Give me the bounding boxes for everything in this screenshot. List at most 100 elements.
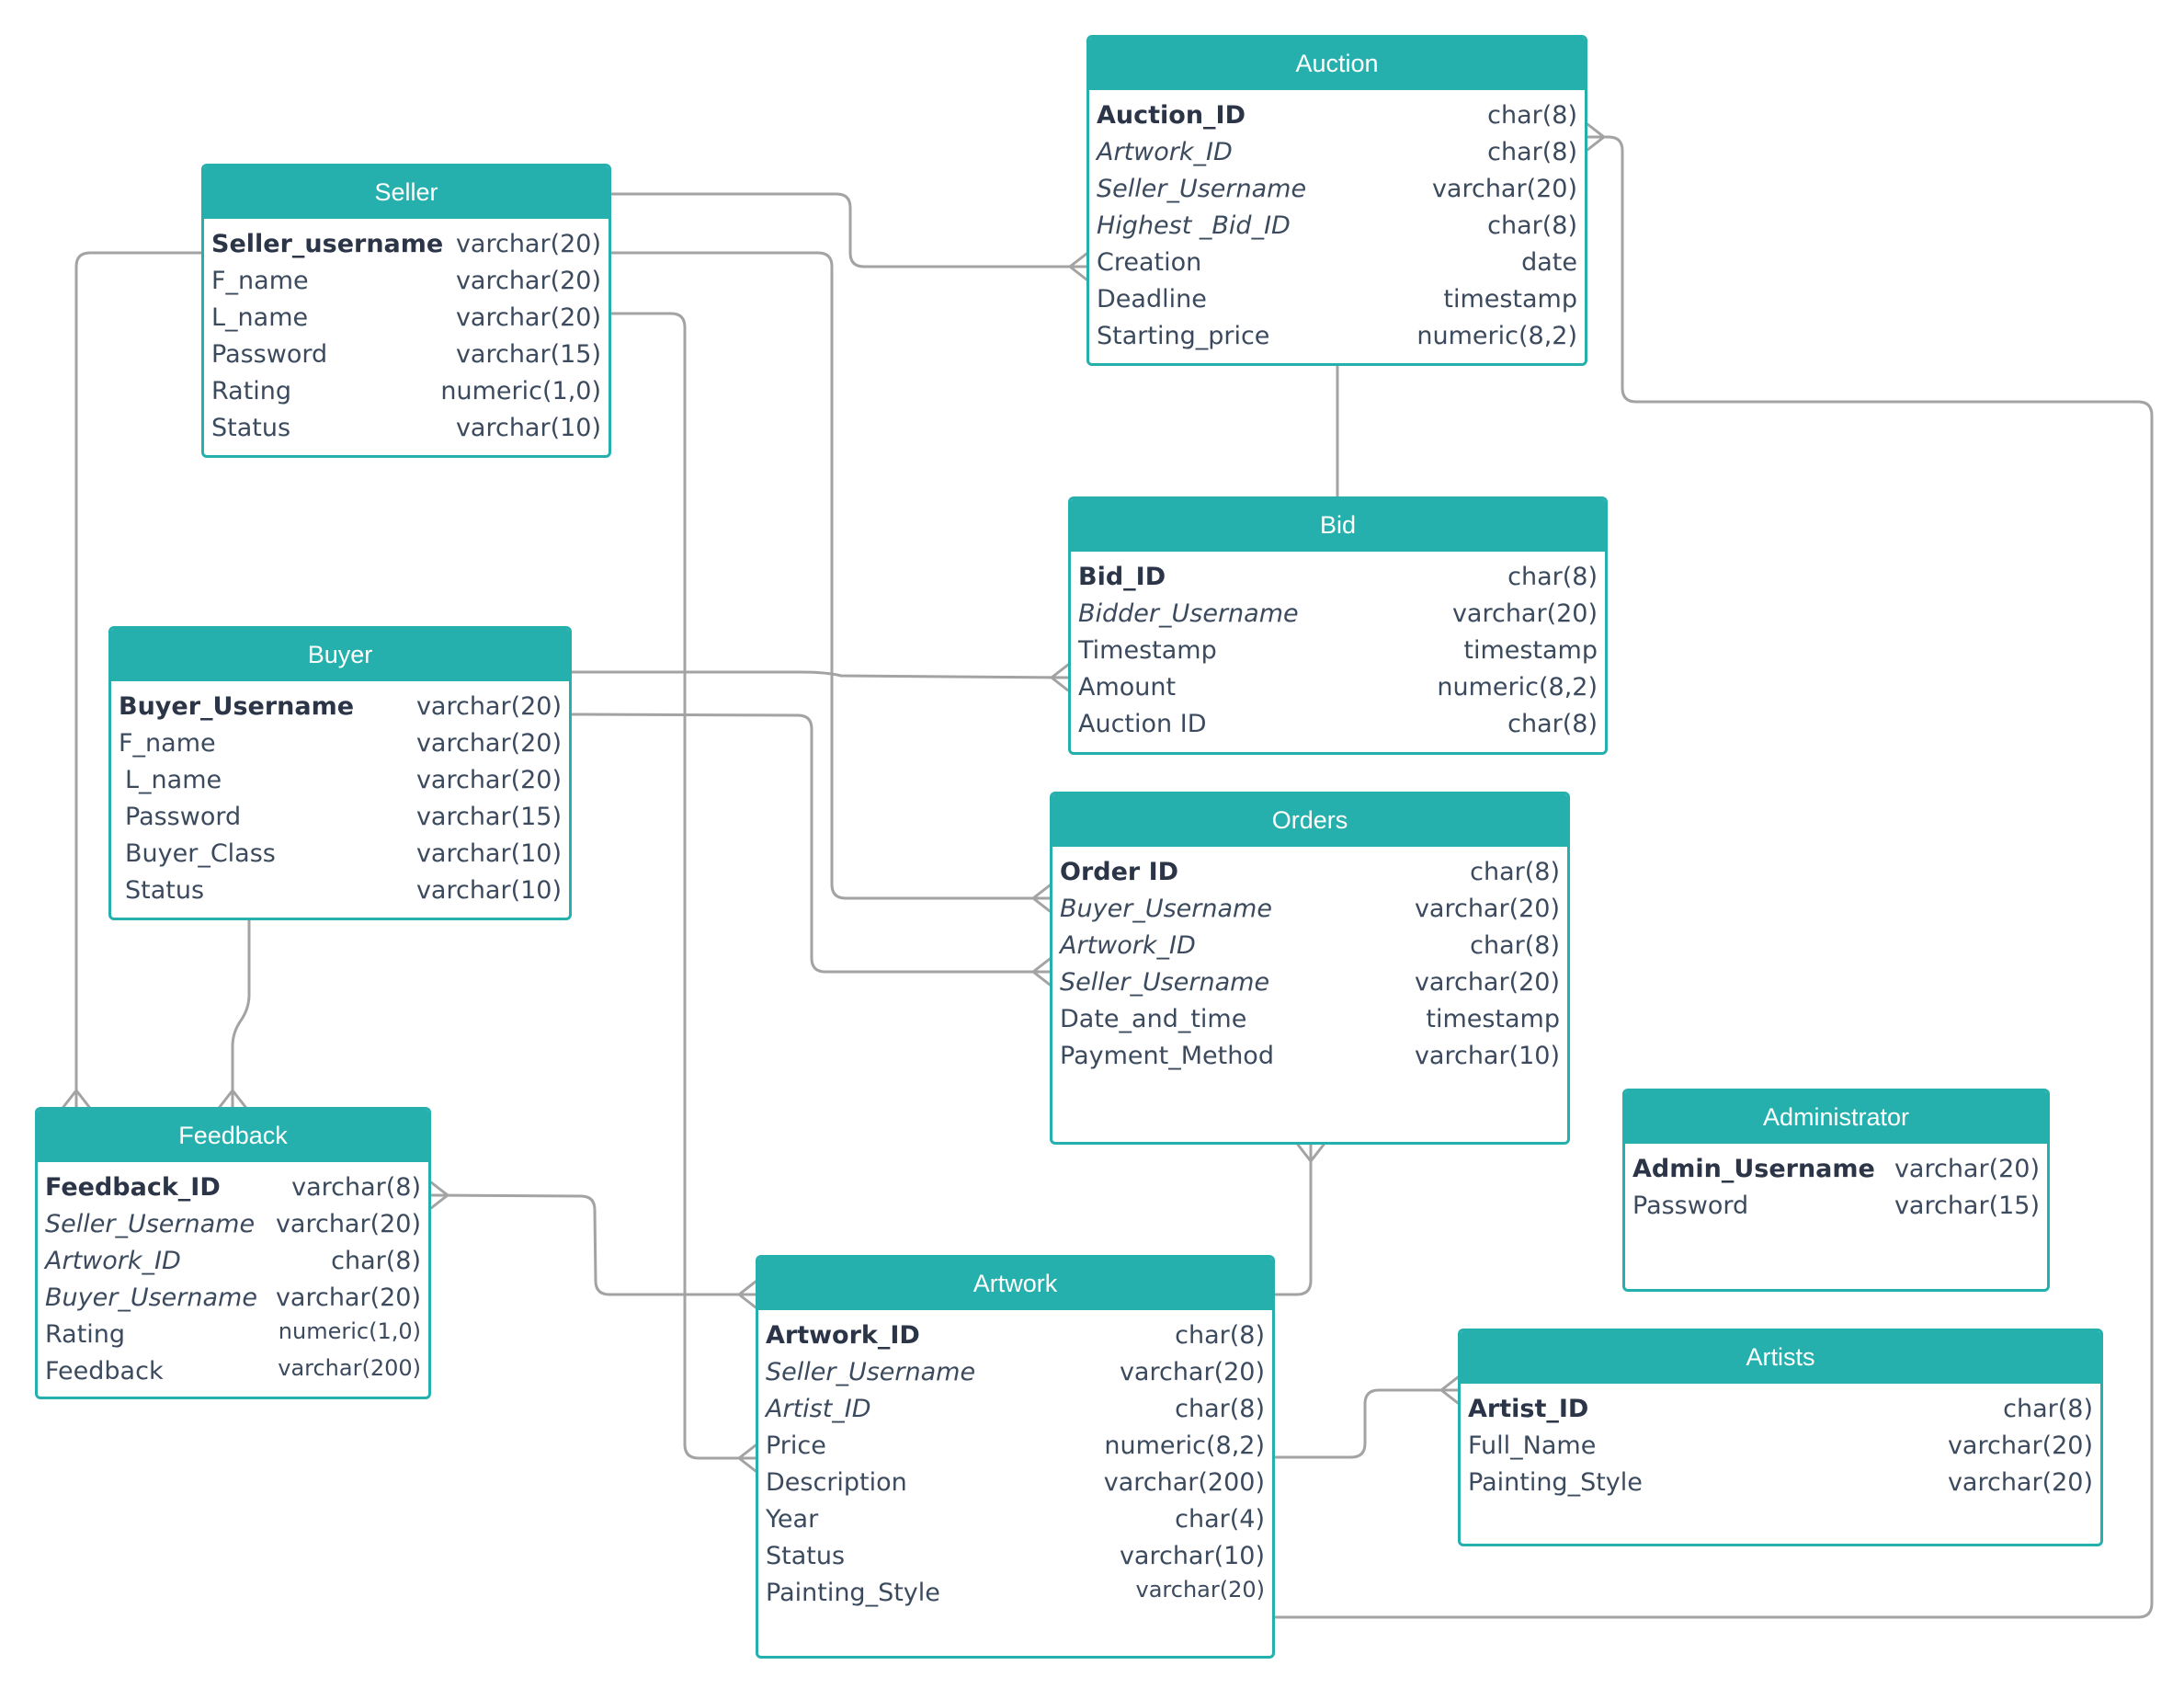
crowfoot-bid-buyer bbox=[1050, 663, 1070, 692]
column-row: Amount numeric(8,2) bbox=[1071, 669, 1605, 706]
crowfoot-auction-seller bbox=[1068, 252, 1088, 281]
crowfoot-artists-artwork bbox=[1439, 1375, 1460, 1405]
column-name: Amount bbox=[1078, 673, 1177, 701]
column-name: Admin_Username bbox=[1632, 1155, 1875, 1183]
crowfoot-auction-artwork bbox=[1586, 122, 1606, 152]
column-type: varchar(20) bbox=[275, 1283, 421, 1312]
column-type: varchar(20) bbox=[1451, 599, 1598, 628]
column-name: Auction_ID bbox=[1097, 101, 1246, 130]
column-type: varchar(15) bbox=[415, 803, 562, 831]
entity-header: Administrator bbox=[1625, 1091, 2047, 1144]
column-type: char(8) bbox=[1470, 931, 1560, 960]
crowfoot-orders-buyer bbox=[1031, 957, 1052, 987]
connector-buyer-bid bbox=[570, 670, 1070, 679]
column-name: Artist_ID bbox=[766, 1395, 871, 1423]
column-row: Year char(4) bbox=[758, 1501, 1272, 1538]
column-type: char(8) bbox=[1487, 101, 1577, 130]
column-name: Artist_ID bbox=[1468, 1395, 1589, 1423]
column-name: Status bbox=[766, 1542, 846, 1570]
column-name: Payment_Method bbox=[1060, 1042, 1274, 1070]
column-name: Bidder_Username bbox=[1078, 599, 1299, 628]
column-name: F_name bbox=[211, 267, 309, 295]
column-row: Password varchar(15) bbox=[204, 336, 609, 373]
column-name: Rating bbox=[45, 1320, 126, 1349]
entity-header: Buyer bbox=[111, 629, 569, 681]
column-row: Seller_Username varchar(20) bbox=[1089, 171, 1585, 208]
entity-header: Bid bbox=[1071, 499, 1605, 552]
column-type: varchar(15) bbox=[1894, 1192, 2040, 1220]
column-name: Seller_username bbox=[211, 230, 444, 258]
column-type: varchar(200) bbox=[278, 1355, 421, 1381]
column-name: Seller_Username bbox=[1097, 175, 1307, 203]
connector-buyer-feedback bbox=[231, 918, 251, 1109]
column-name: Password bbox=[211, 340, 328, 369]
column-type: char(8) bbox=[331, 1247, 421, 1275]
column-type: timestamp bbox=[1463, 636, 1598, 665]
column-name: Highest _Bid_ID bbox=[1097, 211, 1291, 240]
column-name: Date_and_time bbox=[1060, 1005, 1247, 1033]
column-type: varchar(20) bbox=[415, 766, 562, 794]
column-name: Year bbox=[766, 1505, 819, 1534]
column-type: varchar(20) bbox=[455, 303, 601, 332]
entity-header: Artists bbox=[1461, 1331, 2100, 1384]
entity-header: Auction bbox=[1089, 38, 1585, 90]
column-type: varchar(20) bbox=[1947, 1431, 2093, 1460]
column-type: numeric(8,2) bbox=[1104, 1431, 1265, 1460]
connector-artwork-auction bbox=[1273, 135, 2154, 1619]
connector-seller-orders bbox=[609, 251, 1052, 900]
column-type: varchar(10) bbox=[1414, 1042, 1560, 1070]
column-type: varchar(20) bbox=[275, 1210, 421, 1238]
column-type: varchar(15) bbox=[455, 340, 601, 369]
column-name: Rating bbox=[211, 377, 292, 405]
column-name: Buyer_Username bbox=[119, 692, 355, 721]
column-type: varchar(20) bbox=[1431, 175, 1577, 203]
column-name: Bid_ID bbox=[1078, 563, 1166, 591]
connector-seller-feedback bbox=[74, 251, 203, 1109]
crowfoot-feedback-seller bbox=[62, 1089, 91, 1109]
column-type: varchar(10) bbox=[415, 839, 562, 868]
column-type: numeric(8,2) bbox=[1437, 673, 1598, 701]
column-type: numeric(1,0) bbox=[440, 377, 601, 405]
column-type: varchar(10) bbox=[455, 414, 601, 442]
crowfoot-orders-seller bbox=[1031, 884, 1052, 913]
column-row: Buyer_Class varchar(10) bbox=[111, 836, 569, 873]
column-type: varchar(20) bbox=[415, 692, 562, 721]
column-name: Artwork_ID bbox=[45, 1247, 181, 1275]
column-name: Seller_Username bbox=[45, 1210, 256, 1238]
column-type: char(4) bbox=[1175, 1505, 1265, 1534]
column-name: Buyer_Username bbox=[1060, 895, 1272, 923]
column-name: Buyer_Class bbox=[125, 839, 276, 868]
crowfoot-feedback-artwork bbox=[429, 1180, 449, 1210]
crowfoot-feedback-buyer bbox=[218, 1089, 247, 1109]
